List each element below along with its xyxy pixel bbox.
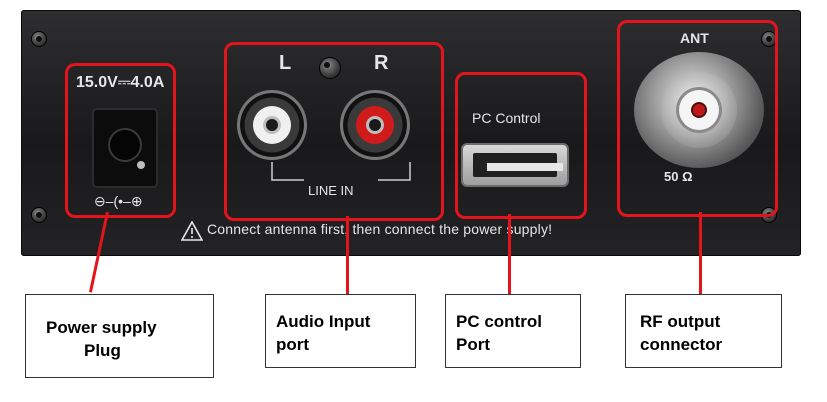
pc-leader-line (508, 214, 511, 294)
screw-icon (320, 58, 340, 78)
power-rating-text: 15.0V⎓4.0A (76, 74, 165, 91)
rf-label-line2: connector (640, 335, 723, 354)
rca-left-jack (237, 90, 307, 160)
power-label-line1: Power supply (46, 318, 157, 337)
pc-label-line2: Port (456, 335, 490, 354)
audio-right-label: R (374, 52, 389, 74)
ant-label: ANT (680, 30, 709, 46)
screw-icon (32, 32, 46, 46)
bnc-antenna-connector (634, 52, 764, 168)
usb-port (463, 145, 567, 185)
power-supply-label: Power supply Plug (25, 294, 214, 378)
rca-right-jack (340, 90, 410, 160)
power-label-line2: Plug (84, 341, 121, 360)
impedance-label: 50 Ω (664, 169, 693, 184)
screw-icon (762, 32, 776, 46)
rf-callout-box (617, 20, 778, 217)
pc-control-port-label: PC control Port (445, 294, 581, 368)
line-in-bracket (271, 162, 411, 181)
rf-output-label: RF output connector (625, 294, 782, 368)
pc-label-line1: PC control (456, 312, 542, 331)
line-in-label: LINE IN (308, 183, 354, 198)
power-callout-box (65, 63, 176, 218)
pc-callout-box (455, 72, 587, 219)
dc-power-jack (94, 110, 156, 186)
audio-callout-box (224, 42, 444, 221)
rf-leader-line (699, 212, 702, 294)
audio-leader-line (346, 216, 349, 296)
screw-icon (32, 208, 46, 222)
polarity-symbol: ⊖–(•–⊕ (94, 193, 143, 209)
audio-input-label: Audio Input port (265, 294, 416, 368)
warning-triangle-icon (181, 221, 203, 241)
audio-label-line1: Audio Input (276, 312, 371, 331)
audio-label-line2: port (276, 335, 310, 354)
audio-left-label: L (279, 52, 292, 74)
pc-control-label: PC Control (472, 110, 541, 126)
warning-text: Connect antenna first, then connect the … (207, 221, 553, 237)
rf-label-line1: RF output (640, 312, 721, 331)
